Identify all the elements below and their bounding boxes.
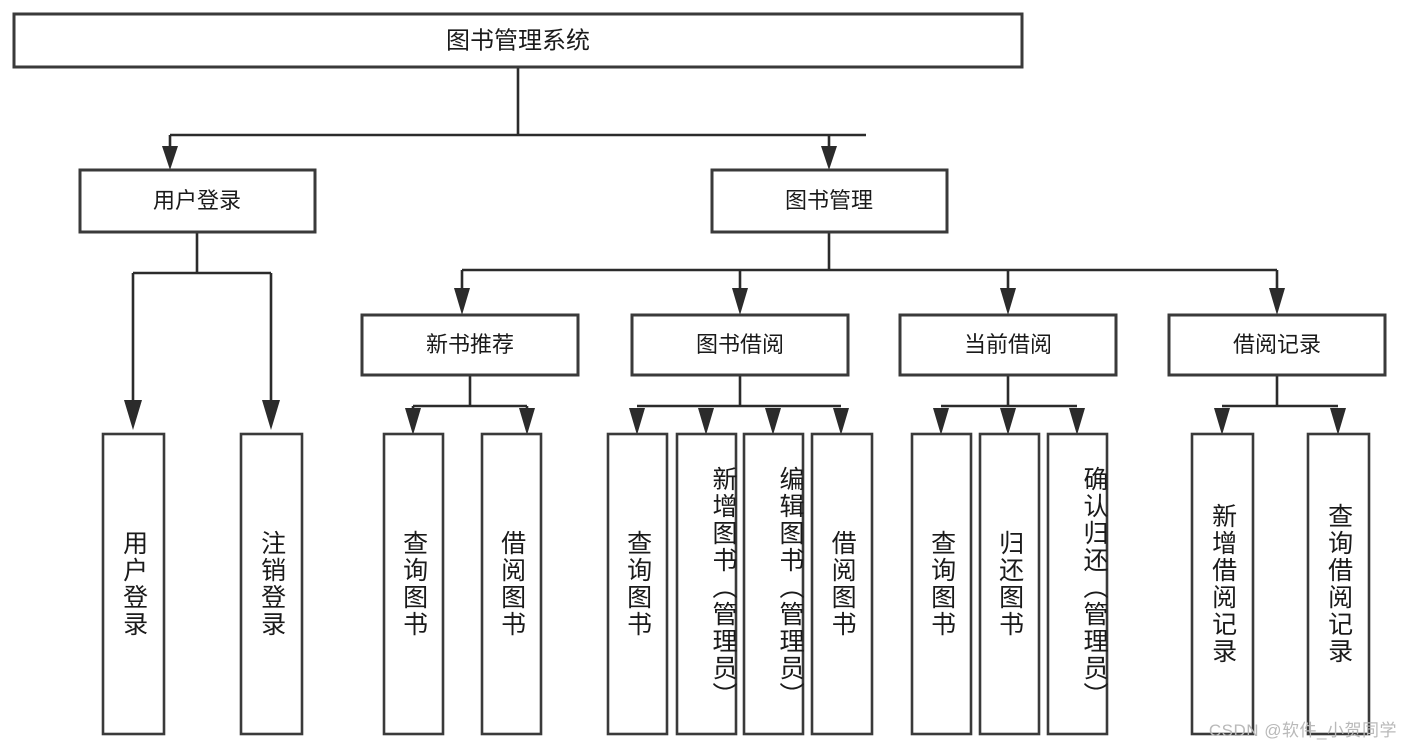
arrow-head-icon xyxy=(821,146,837,170)
watermark-text: CSDN @软件_小贺同学 xyxy=(1208,721,1397,740)
arrow-head-icon xyxy=(405,408,421,435)
node-leaf-br-query-box[interactable] xyxy=(1306,432,1371,736)
node-current-borrow-box[interactable] xyxy=(898,313,1118,377)
arrow-head-icon xyxy=(454,288,470,315)
arrow-head-icon xyxy=(1000,408,1016,435)
node-leaf-bb-borrow-box[interactable] xyxy=(810,432,874,736)
node-user-login[interactable]: 用户登录 xyxy=(78,168,317,234)
node-current-borrow-label: 当前借阅 xyxy=(964,332,1052,357)
node-leaf-bb-edit-box[interactable] xyxy=(742,432,805,736)
arrow-head-icon xyxy=(629,408,645,435)
node-book-borrow-box[interactable] xyxy=(630,313,850,377)
node-root-box[interactable] xyxy=(12,12,1024,69)
arrow-head-icon xyxy=(765,408,781,435)
arrow-head-icon xyxy=(162,146,178,170)
node-user-login-box[interactable] xyxy=(78,168,317,234)
node-leaf-nbr-borrow-box[interactable] xyxy=(480,432,543,736)
arrow-head-icon xyxy=(1269,288,1285,315)
node-borrow-record-label: 借阅记录 xyxy=(1233,332,1321,357)
node-new-book-recommend-box[interactable] xyxy=(360,313,580,377)
node-book-management-label: 图书管理 xyxy=(785,188,873,213)
arrow-head-icon xyxy=(519,408,535,435)
arrow-head-icon xyxy=(1214,408,1230,435)
arrow-head-icon xyxy=(833,408,849,435)
arrow-head-icon xyxy=(933,408,949,435)
arrow-head-icon xyxy=(732,288,748,315)
arrow-head-icon xyxy=(124,400,142,430)
edge-layer xyxy=(124,67,1346,435)
node-leaf-cb-confirm-box[interactable] xyxy=(1046,432,1109,736)
node-root-label: 图书管理系统 xyxy=(446,27,590,54)
node-leaf-cb-query-box[interactable] xyxy=(910,432,973,736)
node-leaf-cb-return-box[interactable] xyxy=(978,432,1041,736)
node-leaf-bb-add-box[interactable] xyxy=(675,432,738,736)
node-book-management[interactable]: 图书管理 xyxy=(710,168,949,234)
node-leaf-nbr-query-box[interactable] xyxy=(382,432,445,736)
node-borrow-record[interactable]: 借阅记录 xyxy=(1167,313,1387,377)
node-book-borrow-label: 图书借阅 xyxy=(696,332,784,357)
node-new-book-recommend-label: 新书推荐 xyxy=(426,332,514,357)
node-current-borrow[interactable]: 当前借阅 xyxy=(898,313,1118,377)
node-user-login-label: 用户登录 xyxy=(153,188,241,213)
arrow-head-icon xyxy=(698,408,714,435)
arrow-head-icon xyxy=(1330,408,1346,435)
arrow-head-icon xyxy=(1000,288,1016,315)
node-leaf-br-add-box[interactable] xyxy=(1190,432,1255,736)
node-borrow-record-box[interactable] xyxy=(1167,313,1387,377)
node-leaf-bb-query-box[interactable] xyxy=(606,432,669,736)
node-book-borrow[interactable]: 图书借阅 xyxy=(630,313,850,377)
node-new-book-recommend[interactable]: 新书推荐 xyxy=(360,313,580,377)
node-leaf-user-login-box[interactable] xyxy=(101,432,166,736)
arrow-head-icon xyxy=(1069,408,1085,435)
node-root[interactable]: 图书管理系统 xyxy=(12,12,1024,69)
arrow-head-icon xyxy=(262,400,280,430)
node-leaf-logout-box[interactable] xyxy=(239,432,304,736)
node-book-management-box[interactable] xyxy=(710,168,949,234)
